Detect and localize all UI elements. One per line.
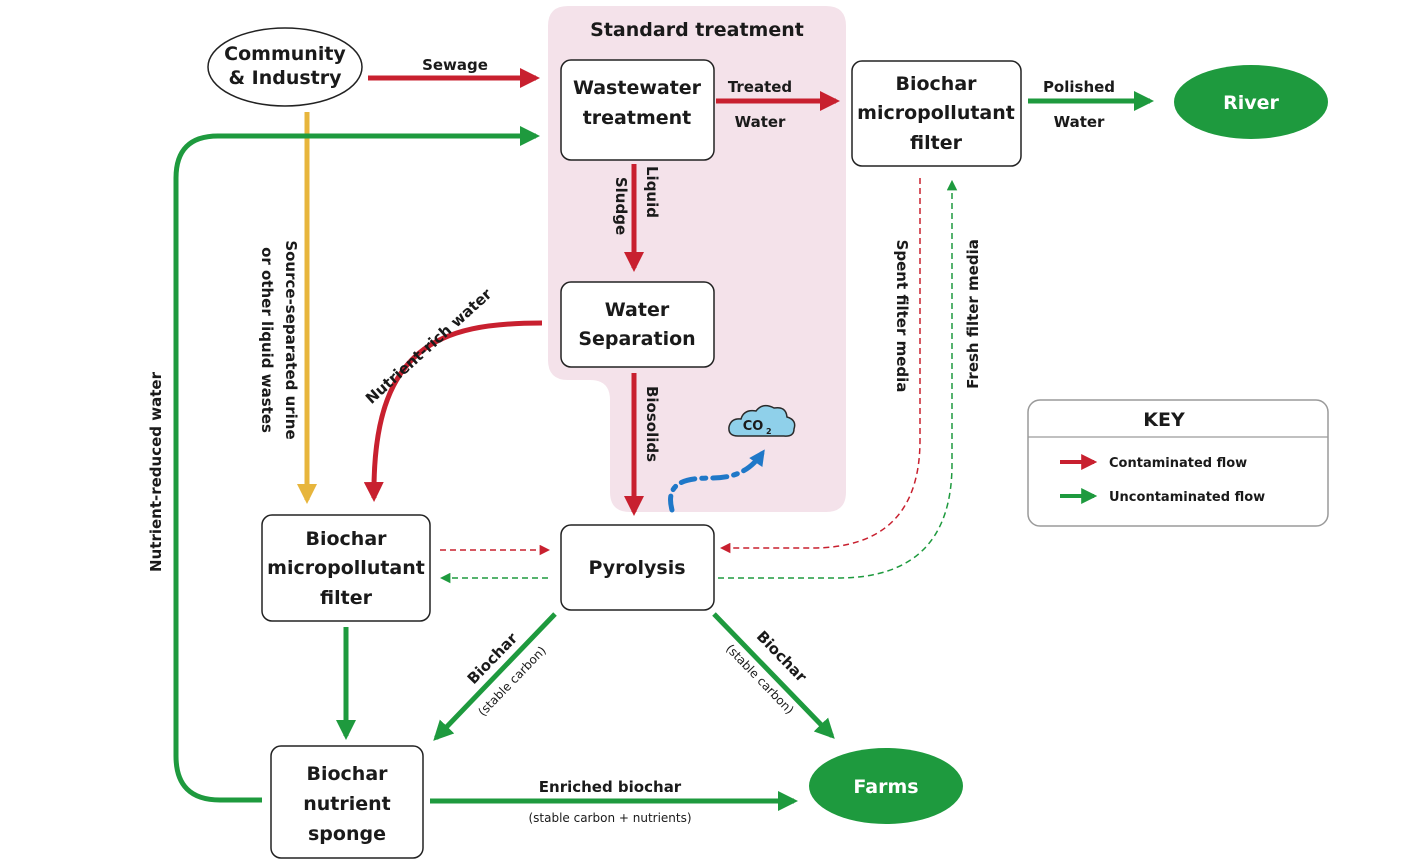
node-wastewater-treatment: Wastewater treatment [560, 59, 715, 161]
filter-left-line-3: filter [320, 587, 373, 609]
separation-line-1: Water [605, 299, 670, 321]
node-biochar-nutrient-sponge: Biochar nutrient sponge [270, 745, 424, 859]
label-polished-water: Water [1054, 113, 1105, 131]
label-source-separated-2: or other liquid wastes [258, 247, 276, 433]
label-source-separated-1: Source-separated urine [282, 240, 300, 439]
sponge-line-3: sponge [308, 823, 386, 845]
pyrolysis-label: Pyrolysis [588, 557, 685, 579]
co2-cloud-icon [728, 404, 796, 437]
node-biochar-filter-top: Biochar micropollutant filter [851, 60, 1022, 167]
arrow-biochar-to-sponge [433, 612, 557, 741]
key-contaminated-label: Contaminated flow [1109, 456, 1247, 471]
filter-left-line-1: Biochar [305, 528, 387, 550]
filter-top-line-1: Biochar [895, 73, 977, 95]
filter-top-line-2: micropollutant [857, 102, 1015, 124]
label-spent-filter-media: Spent filter media [893, 240, 911, 393]
farms-label: Farms [853, 776, 918, 798]
key-uncontaminated-label: Uncontaminated flow [1109, 490, 1265, 505]
label-enriched: Enriched biochar [539, 778, 682, 796]
wastewater-line-2: treatment [583, 107, 692, 129]
community-line-1: Community [224, 43, 346, 65]
node-community-industry: Community & Industry [207, 27, 363, 107]
label-nutrient-rich: Nutrient-rich water [362, 285, 496, 408]
standard-treatment-title: Standard treatment [590, 19, 804, 41]
co2-subscript: 2 [766, 427, 772, 436]
node-river: River [1174, 65, 1328, 139]
wastewater-line-1: Wastewater [573, 77, 702, 99]
label-sludge: Sludge [612, 177, 630, 235]
river-label: River [1223, 92, 1279, 114]
filter-top-line-3: filter [910, 132, 963, 154]
arrow-spent-filter-media [719, 178, 921, 554]
label-treated-water: Water [735, 113, 786, 131]
label-liquid: Liquid [643, 166, 661, 218]
label-enriched-sub: (stable carbon + nutrients) [528, 811, 691, 825]
node-farms: Farms [809, 748, 963, 824]
co2-label: CO [743, 419, 764, 434]
node-pyrolysis: Pyrolysis [560, 524, 715, 611]
node-biochar-filter-left: Biochar micropollutant filter [261, 514, 431, 622]
arrow-nutrient-rich-water [363, 320, 543, 502]
label-nutrient-reduced: Nutrient-reduced water [147, 371, 165, 572]
label-treated: Treated [728, 78, 792, 96]
sponge-line-2: nutrient [303, 793, 391, 815]
community-line-2: & Industry [228, 67, 342, 89]
key-box: KEY Contaminated flow Uncontaminated flo… [1027, 399, 1329, 527]
arrow-fresh-filter-media [718, 179, 958, 579]
label-polished: Polished [1043, 78, 1115, 96]
arrow-biochar-to-farms [712, 612, 835, 739]
label-sewage: Sewage [422, 56, 488, 74]
node-water-separation: Water Separation [560, 281, 715, 368]
label-fresh-filter-media: Fresh filter media [964, 239, 982, 389]
label-biosolids: Biosolids [643, 386, 661, 462]
key-title: KEY [1143, 409, 1185, 431]
arrow-nutrient-reduced-water [173, 126, 540, 803]
sponge-line-1: Biochar [306, 763, 388, 785]
filter-left-line-2: micropollutant [267, 557, 425, 579]
arrow-co2 [668, 449, 766, 513]
separation-line-2: Separation [578, 328, 695, 350]
